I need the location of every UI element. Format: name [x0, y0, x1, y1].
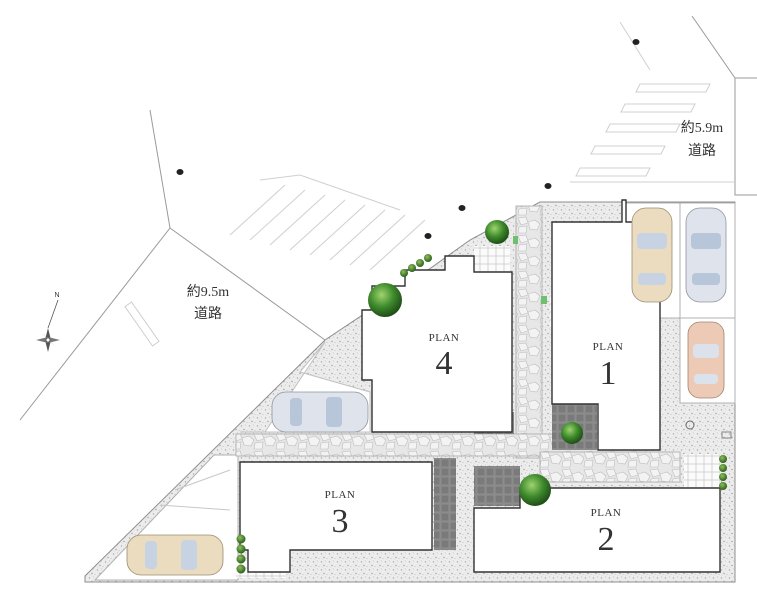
stone-path-vertical — [515, 205, 543, 459]
plan-word-label: PLAN — [593, 341, 624, 353]
plan-number-label: 1 — [600, 355, 617, 392]
shrub-row — [236, 254, 727, 574]
terrace-plan2 — [474, 466, 520, 506]
north-label: N — [54, 292, 59, 299]
street-lamps — [176, 39, 640, 239]
plan-word-label: PLAN — [591, 507, 622, 519]
utility-icon — [685, 420, 695, 430]
tree-icon — [485, 220, 509, 244]
tree-icon — [519, 474, 551, 506]
meter-icon — [541, 296, 547, 304]
street-lamp-icon — [176, 169, 184, 175]
road-name-label: 道路 — [194, 306, 222, 322]
mailbox-icon — [721, 431, 732, 439]
plan-word-label: PLAN — [325, 489, 356, 501]
car-icon — [687, 321, 725, 399]
meter-icon — [513, 236, 518, 244]
tree-icon — [561, 422, 583, 444]
plan-number-label: 4 — [436, 345, 453, 382]
building-plan-4 — [361, 255, 513, 433]
tree-icon — [368, 283, 402, 317]
plan-word-label: PLAN — [429, 332, 460, 344]
road-marking — [124, 301, 160, 347]
car-icon — [271, 391, 369, 433]
road-width-label: 約5.9m — [681, 120, 723, 136]
road-width-label: 約9.5m — [187, 284, 229, 300]
street-lamp-icon — [544, 183, 552, 189]
street-lamp-icon — [632, 39, 640, 45]
parking-stripes-east — [570, 21, 735, 183]
stone-path-plan1-front — [539, 451, 681, 483]
car-icon — [631, 207, 673, 303]
compass-rose-icon: N — [36, 292, 60, 352]
patio-plan2 — [684, 454, 720, 490]
road-name-label: 道路 — [688, 143, 716, 159]
car-icon — [126, 534, 224, 576]
parking-stripes-west — [229, 174, 426, 271]
patio-plan4 — [474, 246, 510, 272]
terrace-plan3 — [434, 458, 456, 550]
plan-number-label: 2 — [598, 521, 615, 558]
plan-number-label: 3 — [332, 503, 349, 540]
street-lamp-icon — [458, 205, 466, 211]
street-lamp-icon — [424, 233, 432, 239]
car-icon — [685, 207, 727, 303]
